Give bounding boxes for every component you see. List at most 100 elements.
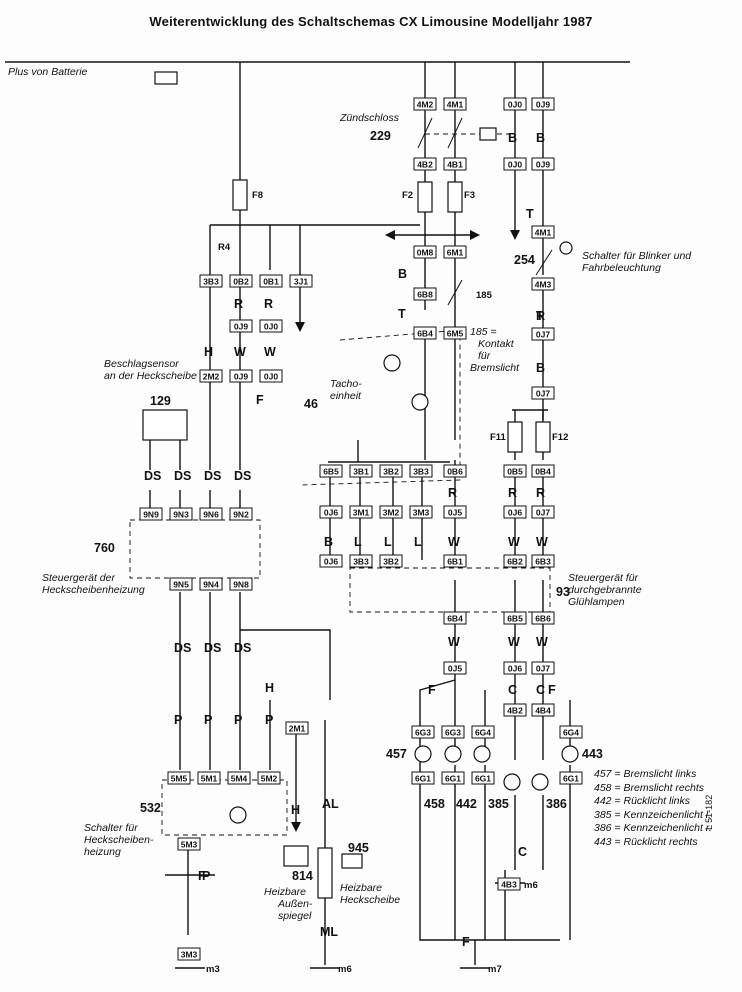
diagram-label: 93	[556, 585, 570, 599]
connector-label: 9N6	[203, 510, 219, 520]
connector-block	[289, 274, 313, 288]
heating-controller-note: Steuergerät der Heckscheibenheizung	[42, 572, 145, 596]
diagram-label: P	[265, 713, 273, 727]
connector-k3b1: 3B1	[349, 464, 373, 478]
mirror-line2: Außen-	[278, 898, 313, 910]
connector-label: 0J9	[234, 372, 248, 382]
connector-block	[413, 287, 437, 301]
connector-label: 0J6	[324, 557, 338, 567]
diagram-label: 185	[476, 290, 493, 301]
connector-label: 9N4	[203, 580, 219, 590]
connector-k5m5: 5M5	[167, 771, 191, 785]
heater-resistor	[317, 847, 333, 899]
connector-label: 3J1	[294, 277, 308, 287]
heating-switch-line3: heizung	[84, 846, 121, 858]
connector-block	[503, 157, 527, 171]
connector-k5m2: 5M2	[257, 771, 281, 785]
connector-k3j1: 3J1	[289, 274, 313, 288]
connector-block	[413, 326, 437, 340]
connector-k3m1: 3M1	[349, 505, 373, 519]
diagram-label: m6	[524, 880, 538, 891]
connector-block	[177, 947, 201, 961]
connector-block	[319, 554, 343, 568]
connector-k6g3b: 6G3	[441, 725, 465, 739]
diagram-label: DS	[234, 469, 251, 483]
lamp-443	[561, 745, 579, 763]
connector-block	[227, 771, 251, 785]
brake-contact-line3: für	[478, 350, 491, 362]
connector-k0j9b: 0J9	[531, 157, 555, 171]
fuse-f8	[232, 179, 248, 211]
connector-k9n9: 9N9	[139, 507, 163, 521]
connector-label: 6G1	[415, 774, 431, 784]
brake-contact-185	[447, 279, 463, 306]
rear-window-note: Heizbare Heckscheibe	[340, 882, 400, 906]
connector-block	[409, 505, 433, 519]
lamp-458	[444, 745, 462, 763]
connector-k4m2: 4M2	[413, 97, 437, 111]
connector-block	[229, 507, 253, 521]
diagram-label: W	[536, 635, 548, 649]
connector-block	[531, 464, 555, 478]
lamp-385	[503, 773, 521, 791]
connector-label: 4B3	[501, 880, 517, 890]
connector-k4b2b: 4B2	[503, 703, 527, 717]
connector-block	[531, 505, 555, 519]
connector-block	[443, 157, 467, 171]
diagram-label: 385	[488, 797, 509, 811]
connector-block	[531, 386, 555, 400]
connector-label: 6M1	[447, 248, 464, 258]
connector-label: 0J7	[536, 664, 550, 674]
indicator-lamp-icon	[559, 241, 573, 255]
rear-window-line1: Heizbare	[340, 882, 383, 894]
tacho-line2: einheit	[330, 390, 361, 402]
lamp-legend: 457 = Bremslicht links 458 = Bremslicht …	[594, 768, 712, 849]
connector-block	[169, 507, 193, 521]
brake-contact-line4: Bremslicht	[470, 362, 520, 374]
diagram-label: F	[198, 869, 206, 883]
connector-block	[411, 771, 435, 785]
connector-block	[531, 97, 555, 111]
battery-icon	[154, 71, 178, 85]
connector-k6g1c: 6G1	[471, 771, 495, 785]
bulb-controller-note: Steuergerät für durchgebrannte Glühlampe…	[568, 572, 642, 608]
connector-block	[349, 464, 373, 478]
heating-switch-box	[161, 779, 288, 836]
diagram-label: H	[265, 681, 274, 695]
lamp-442	[473, 745, 491, 763]
connector-label: 2M1	[289, 724, 306, 734]
connector-label: 0J7	[536, 508, 550, 518]
diagram-label: B	[536, 131, 545, 145]
diagram-label: C	[536, 683, 545, 697]
connector-label: 3B3	[203, 277, 219, 287]
diagram-label: F2	[402, 190, 413, 201]
connector-k3b3: 3B3	[199, 274, 223, 288]
connector-block	[199, 577, 223, 591]
fuse-f12	[535, 421, 551, 453]
connector-label: 6B5	[507, 614, 523, 624]
connector-label: 6B3	[535, 557, 551, 567]
diagram-label: W	[508, 635, 520, 649]
connector-block	[177, 837, 201, 851]
connector-label: 4M3	[535, 280, 552, 290]
connector-k6b4: 6B4	[413, 326, 437, 340]
connector-block	[167, 771, 191, 785]
connector-k6b8: 6B8	[413, 287, 437, 301]
diagram-label: P	[234, 713, 242, 727]
rear-window-line2: Heckscheibe	[340, 894, 401, 906]
diagram-label: m7	[488, 964, 502, 975]
connector-label: 9N9	[143, 510, 159, 520]
diagram-label: P	[204, 713, 212, 727]
connector-k0m8: 0M8	[413, 245, 437, 259]
connector-k6g4: 6G4	[471, 725, 495, 739]
connector-block	[471, 725, 495, 739]
diagram-label: 760	[94, 541, 115, 555]
diagram-label: L	[354, 535, 362, 549]
connector-label: 0B1	[263, 277, 279, 287]
diagram-label: 386	[546, 797, 567, 811]
diagram-label: R	[536, 486, 545, 500]
connector-block	[199, 507, 223, 521]
connector-label: 3M1	[353, 508, 370, 518]
connector-block	[443, 611, 467, 625]
connector-block	[229, 319, 253, 333]
